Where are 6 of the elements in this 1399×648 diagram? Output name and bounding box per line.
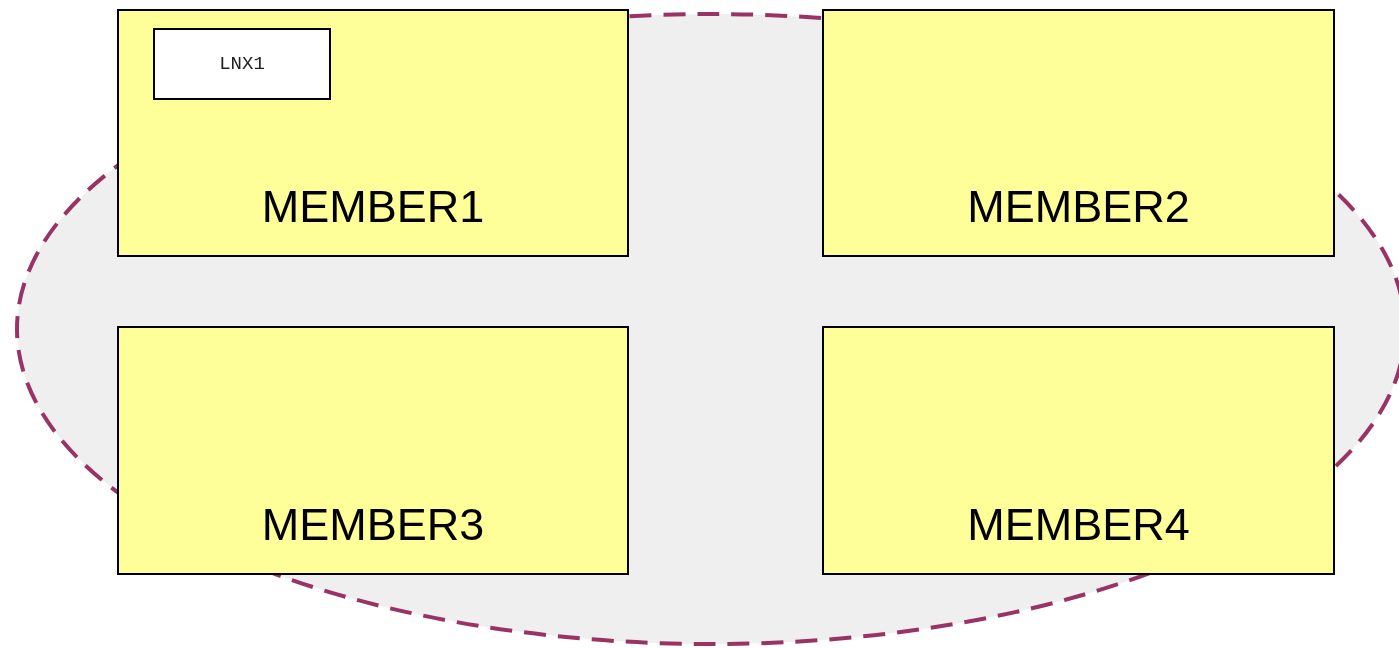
label-box	[153, 28, 331, 100]
member-name: MEMBER1	[261, 184, 485, 229]
member-name: MEMBER3	[261, 502, 485, 547]
member-name: MEMBER4	[967, 502, 1190, 547]
box-label: LNX1	[219, 51, 265, 77]
member-name: MEMBER2	[967, 184, 1190, 229]
